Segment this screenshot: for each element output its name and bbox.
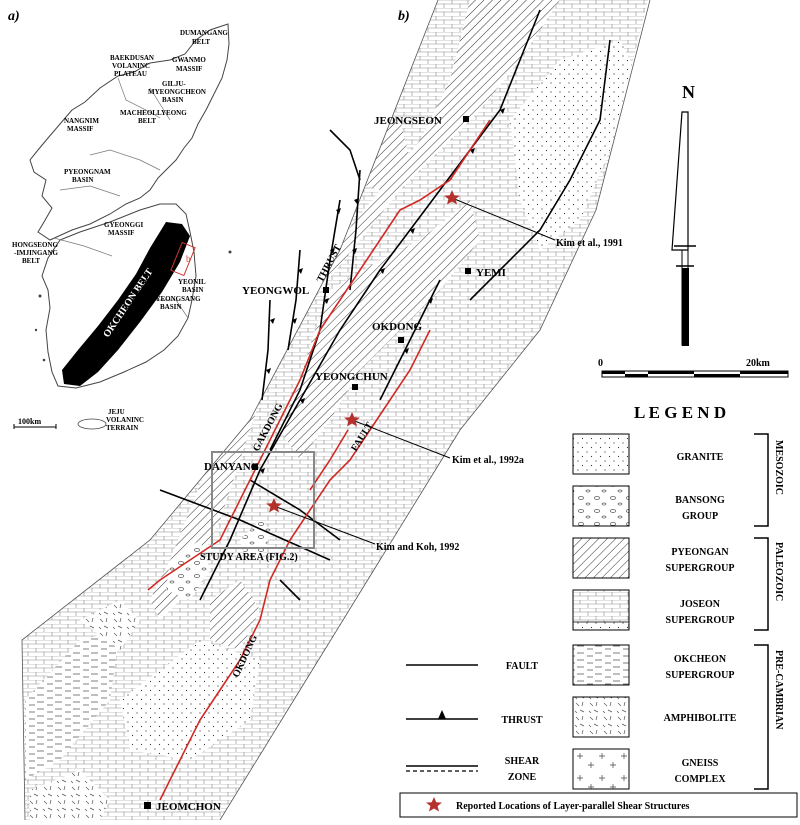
town-marker-yeongwol [323,287,329,293]
okcheon-belt [62,222,190,386]
legend-swatch-okcheon [572,644,630,686]
svg-text:FAULT: FAULT [506,661,539,672]
svg-text:SUPERGROUP: SUPERGROUP [666,563,735,574]
jeju-island [77,418,107,430]
study-area-box [211,451,315,549]
svg-text:GROUP: GROUP [682,511,718,522]
svg-text:BASIN: BASIN [182,286,203,294]
town-yeongwol: YEONGWOL [242,285,309,297]
legend: L E G E N D GRANITE BANSONG GROUP PYEONG… [399,403,798,818]
north-arrow: N [671,82,696,346]
north-korea-outline [29,23,230,241]
svg-text:BAEKDUSAN: BAEKDUSAN [110,54,154,62]
town-yemi: YEMI [476,267,506,279]
shear-star-markers [266,190,460,513]
legend-swatch-gneiss [572,748,630,790]
black-faults [159,9,611,601]
svg-text:SUPERGROUP: SUPERGROUP [666,670,735,681]
svg-text:N: N [682,82,695,102]
inset-box-b [170,241,196,277]
svg-text:VOLANINC: VOLANINC [106,416,144,424]
svg-text:BASIN: BASIN [162,96,183,104]
svg-text:MASSIF: MASSIF [176,65,202,73]
town-jeomchon: JEOMCHON [156,801,221,813]
inset-box-label: b [186,254,191,264]
town-marker-jeomchon [144,802,151,809]
legend-title: L E G E N D [634,403,726,422]
svg-text:DUMANGANG: DUMANGANG [180,29,228,37]
svg-text:JOSEON: JOSEON [680,599,721,610]
svg-text:BELT: BELT [22,257,40,265]
town-marker-yemi [465,268,471,274]
svg-text:PLATEAU: PLATEAU [114,70,147,78]
svg-text:BASIN: BASIN [72,176,93,184]
svg-text:GILJU-: GILJU- [162,80,186,88]
svg-text:-IMJINGANG: -IMJINGANG [14,249,58,257]
town-yeongchun: YEONGCHUN [315,371,388,383]
town-okdong: OKDONG [372,321,423,333]
red-faults [147,119,491,801]
legend-swatch-granite [572,433,630,475]
svg-text:GRANITE: GRANITE [677,452,724,463]
svg-text:GYEONGGI: GYEONGGI [104,221,144,229]
town-marker-yeongchun [352,384,358,390]
inset-scale-bar [13,424,57,429]
legend-footer: Reported Locations of Layer-parallel She… [456,801,690,812]
svg-text:GYEONGSANG: GYEONGSANG [150,295,201,303]
svg-text:SHEAR: SHEAR [505,756,540,767]
era-paleozoic: PALEOZOIC [773,542,784,601]
study-area-label: STUDY AREA (FIG.2) [200,552,298,563]
svg-text:MYEONGCHEON: MYEONGCHEON [148,88,206,96]
svg-text:20km: 20km [746,358,771,369]
svg-text:ZONE: ZONE [508,772,537,783]
town-marker-jeongseon [463,116,469,122]
inset-scale-label: 100km [18,417,41,426]
svg-text:BELT: BELT [192,38,210,46]
map-scale-bar: 0 20km [598,358,789,378]
svg-text:SUPERGROUP: SUPERGROUP [666,615,735,626]
svg-text:0: 0 [598,358,603,369]
thrust-teeth [260,108,505,474]
svg-text:NANGNIM: NANGNIM [64,117,99,125]
svg-text:JEJU: JEJU [108,408,125,416]
svg-text:MASSIF: MASSIF [67,125,93,133]
ref-kim-1992a: Kim et al., 1992a [452,455,524,466]
svg-text:BANSONG: BANSONG [675,495,725,506]
svg-text:VOLANINC: VOLANINC [112,62,150,70]
era-precambrian: PRE-CAMBRIAN [773,650,784,730]
legend-swatch-amphibolite [572,696,630,738]
svg-text:PYEONGNAM: PYEONGNAM [64,168,111,176]
footer-star-icon [426,797,442,812]
svg-text:TERRAIN: TERRAIN [106,424,138,432]
svg-text:MASSIF: MASSIF [108,229,134,237]
inset-map: a) OKCHEON BELT b DUMANGANG BELT BAEKDUS… [8,9,232,432]
svg-text:COMPLEX: COMPLEX [674,774,726,785]
svg-text:MACHEOLLYEONG: MACHEOLLYEONG [120,109,187,117]
svg-text:HONGSEONG: HONGSEONG [12,241,58,249]
svg-text:BASIN: BASIN [160,303,181,311]
svg-text:OKCHEON: OKCHEON [674,654,727,665]
era-mesozoic: MESOZOIC [773,440,784,495]
town-marker-okdong [398,337,404,343]
panel-a-label: a) [8,9,20,24]
ref-kim-1991: Kim et al., 1991 [556,238,623,249]
legend-swatch-bansong [572,485,630,527]
town-danyang: DANYANG [204,461,260,473]
svg-text:GWANMO: GWANMO [172,56,206,64]
town-jeongseon: JEONGSEON [374,115,442,127]
svg-text:THRUST: THRUST [501,715,542,726]
svg-text:YEONIL: YEONIL [178,278,206,286]
svg-text:BELT: BELT [138,117,156,125]
svg-text:GNEISS: GNEISS [682,758,719,769]
svg-text:AMPHIBOLITE: AMPHIBOLITE [664,713,737,724]
svg-text:PYEONGAN: PYEONGAN [671,547,729,558]
panel-b-label: b) [398,9,410,24]
legend-swatch-pyeongan [572,537,630,579]
ref-kim-koh-1992: Kim and Koh, 1992 [376,542,459,553]
town-marker-danyang [252,464,258,470]
